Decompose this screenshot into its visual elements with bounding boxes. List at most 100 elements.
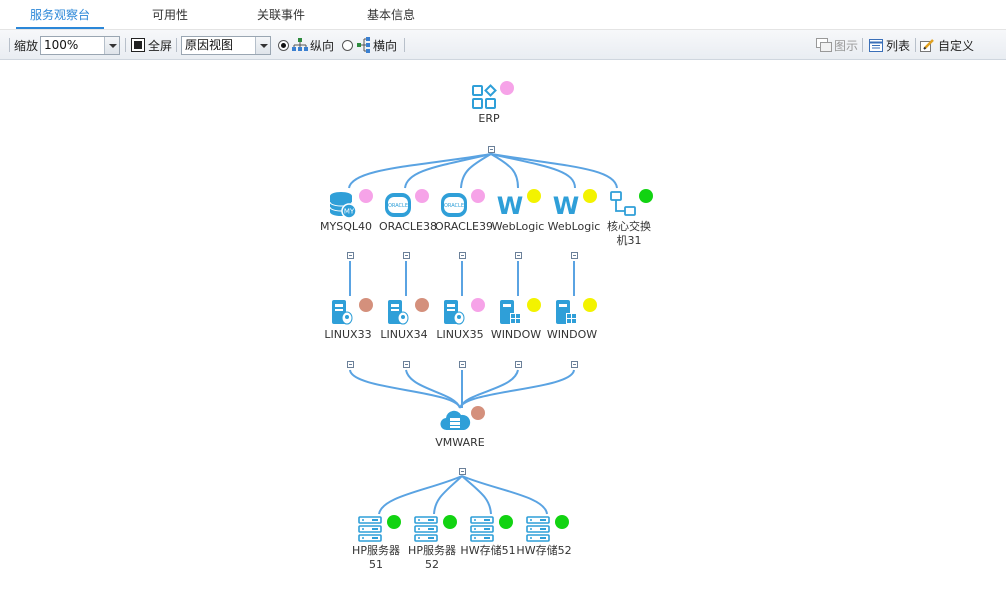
toolbar: 缩放 100% 全屏 原因视图 纵向 <box>0 30 1006 60</box>
link-connector[interactable] <box>571 252 578 259</box>
legend-label: 图示 <box>834 38 859 53</box>
topology-links <box>348 153 618 515</box>
linux-server-icon <box>444 300 465 325</box>
vertical-label: 纵向 <box>310 38 335 53</box>
horizontal-layout-option[interactable]: 横向 <box>342 30 397 60</box>
customize-icon <box>920 38 934 52</box>
node-label: WebLogic <box>491 220 545 233</box>
view-select[interactable]: 原因视图 <box>181 36 271 55</box>
link-connector[interactable] <box>571 361 578 368</box>
customize-button[interactable]: 自定义 <box>920 30 974 60</box>
link-connector[interactable] <box>347 361 354 368</box>
toolbar-separator <box>862 38 863 52</box>
status-dot-brown <box>359 298 373 312</box>
tab-service-observatory[interactable]: 服务观察台 <box>16 0 104 30</box>
weblogic-icon: W <box>497 192 523 220</box>
network-switch-icon <box>610 191 636 216</box>
windows-server-icon <box>556 300 577 324</box>
oracle-db-icon: ORACLE <box>441 193 467 217</box>
status-dot-green <box>443 515 457 529</box>
zoom-select[interactable]: 100% <box>40 36 120 55</box>
tab-basic-info[interactable]: 基本信息 <box>366 8 415 22</box>
svg-text:ORACLE: ORACLE <box>388 203 408 209</box>
node-label: HP服务器51 <box>352 544 400 571</box>
topology-canvas: ERP MY MYSQL40 ORACLE ORACLE38 ORACLE OR… <box>0 60 1006 600</box>
status-dot-pink <box>359 189 373 203</box>
legend-icon <box>816 38 832 52</box>
linux-server-icon <box>332 300 353 325</box>
vertical-radio[interactable] <box>278 39 289 51</box>
svg-text:W: W <box>553 192 579 220</box>
oracle-db-icon: ORACLE <box>385 193 411 217</box>
status-dot-brown <box>415 298 429 312</box>
status-dot-yellow <box>583 189 597 203</box>
link-connector[interactable] <box>459 252 466 259</box>
status-dot-green <box>499 515 513 529</box>
link-connector[interactable] <box>459 468 466 475</box>
tab-bar: 服务观察台 可用性 关联事件 基本信息 <box>0 0 1006 30</box>
link-connector[interactable] <box>459 361 466 368</box>
storage-icon <box>470 516 494 542</box>
status-dot-pink <box>471 298 485 312</box>
zoom-label: 缩放 <box>14 38 39 53</box>
node-label: ERP <box>478 112 500 125</box>
fullscreen-icon <box>131 38 145 52</box>
horizontal-label: 横向 <box>373 38 398 53</box>
tab-availability[interactable]: 可用性 <box>151 8 188 22</box>
windows-server-icon <box>500 300 521 324</box>
toolbar-separator <box>125 38 126 52</box>
zoom-value: 100% <box>44 38 79 52</box>
vertical-layout-option[interactable]: 纵向 <box>278 30 334 60</box>
status-dot-pink <box>415 189 429 203</box>
customize-label: 自定义 <box>938 38 975 53</box>
node-label: MYSQL40 <box>320 220 372 233</box>
svg-text:ORACLE: ORACLE <box>444 203 464 209</box>
node-label: LINUX35 <box>436 328 484 341</box>
node-label: WebLogic <box>547 220 601 233</box>
chevron-down-icon[interactable] <box>255 37 270 54</box>
horizontal-radio[interactable] <box>342 39 353 51</box>
status-dot-yellow <box>527 189 541 203</box>
tab-related-events[interactable]: 关联事件 <box>256 8 305 22</box>
list-label: 列表 <box>886 38 911 53</box>
link-connector[interactable] <box>515 361 522 368</box>
link-connector[interactable] <box>403 361 410 368</box>
svg-text:W: W <box>497 192 523 220</box>
business-app-icon <box>472 84 497 109</box>
link-connector[interactable] <box>403 252 410 259</box>
svg-text:MY: MY <box>344 208 355 216</box>
tab-divider <box>0 29 1006 30</box>
status-dot-brown <box>471 406 485 420</box>
toolbar-separator <box>915 38 916 52</box>
vmware-cloud-icon <box>440 410 471 431</box>
status-dot-green <box>387 515 401 529</box>
chevron-down-icon[interactable] <box>104 37 119 54</box>
view-value: 原因视图 <box>185 38 234 52</box>
status-dot-green <box>555 515 569 529</box>
rack-server-icon <box>358 516 382 542</box>
node-label: LINUX33 <box>324 328 372 341</box>
status-dot-pink <box>500 81 514 95</box>
storage-icon <box>526 516 550 542</box>
rack-server-icon <box>414 516 438 542</box>
list-button[interactable]: 列表 <box>869 30 910 60</box>
legend-button[interactable]: 图示 <box>816 30 858 60</box>
node-label: ORACLE39 <box>435 220 493 233</box>
mysql-db-icon: MY <box>329 192 357 219</box>
link-connector[interactable] <box>488 146 495 153</box>
weblogic-icon: W <box>553 192 579 220</box>
status-dot-green <box>639 189 653 203</box>
node-label: HW存储52 <box>516 544 572 557</box>
node-label: VMWARE <box>435 436 485 449</box>
list-icon <box>869 38 883 52</box>
link-connector[interactable] <box>347 252 354 259</box>
horizontal-tree-icon <box>357 37 370 53</box>
node-label: 核心交换机31 <box>607 220 651 247</box>
node-label: ORACLE38 <box>379 220 437 233</box>
node-label: HP服务器52 <box>408 544 456 571</box>
status-dot-yellow <box>583 298 597 312</box>
linux-server-icon <box>388 300 409 325</box>
fullscreen-button[interactable]: 全屏 <box>131 30 172 60</box>
link-connector[interactable] <box>515 252 522 259</box>
node-label: LINUX34 <box>380 328 428 341</box>
